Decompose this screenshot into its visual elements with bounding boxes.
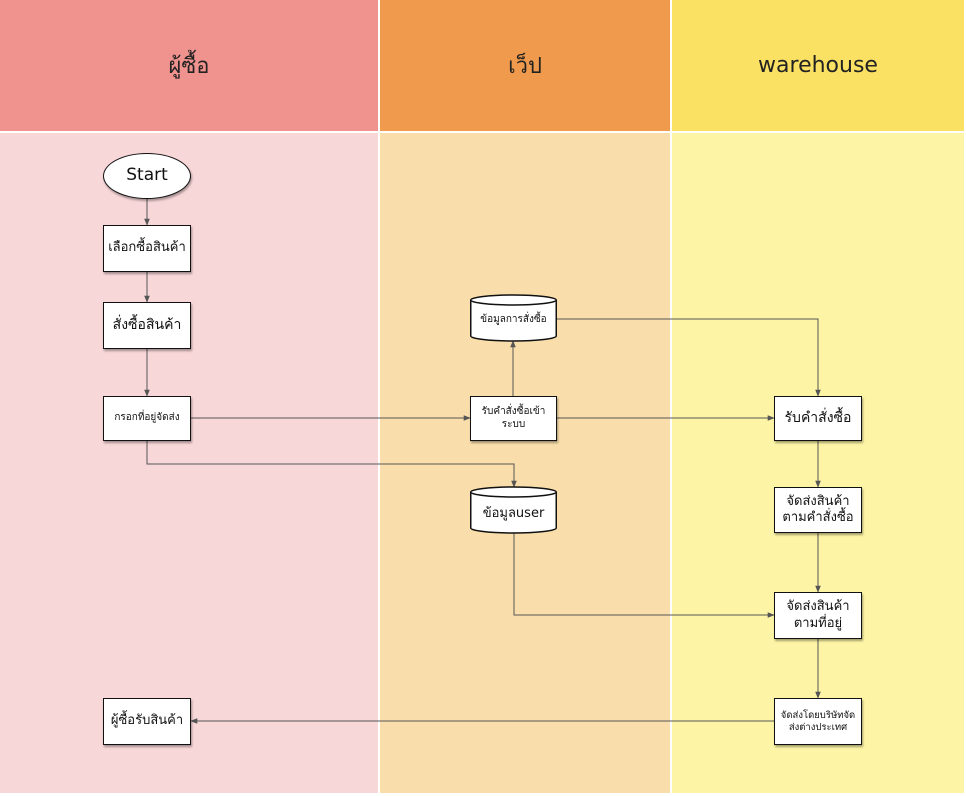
receive-order-system-node[interactable]: รับคำสั่งซื้อเข้าระบบ [470,396,557,441]
lane-body-web [380,133,670,793]
ship-by-carrier-label: จัดส่งโดยบริษัทจัดส่งต่างประเทศ [780,709,856,733]
order-product-node[interactable]: สั่งซื้อสินค้า [103,302,191,349]
ship-by-order-label: จัดส่งสินค้าตามคำสั่งซื้อ [782,493,854,525]
database-cylinder-icon [470,294,557,342]
buyer-receives-label: ผู้ซื้อรับสินค้า [110,713,184,729]
ship-by-carrier-node[interactable]: จัดส่งโดยบริษัทจัดส่งต่างประเทศ [774,698,862,745]
lane-title-warehouse: warehouse [758,53,878,78]
receive-order-system-label: รับคำสั่งซื้อเข้าระบบ [481,406,546,430]
start-node[interactable]: Start [103,153,191,199]
receive-order-node[interactable]: รับคำสั่งซื้อ [774,396,862,441]
order-data-label: ข้อมูลการสั่งซื้อ [480,314,547,325]
lane-header-warehouse: warehouse [672,0,964,131]
buyer-receives-node[interactable]: ผู้ซื้อรับสินค้า [103,698,191,745]
ship-by-address-label: จัดส่งสินค้าตามที่อยู่ [786,599,850,631]
ship-by-order-node[interactable]: จัดส่งสินค้าตามคำสั่งซื้อ [774,487,862,533]
lane-header-web: เว็ป [380,0,670,131]
lane-body-warehouse [672,133,964,793]
receive-order-label: รับคำสั่งซื้อ [784,409,852,426]
lane-title-web: เว็ป [508,54,542,79]
user-data-label: ข้อมูลuser [482,506,545,521]
user-data-store[interactable]: ข้อมูลuser [470,486,557,534]
lane-header-buyer: ผู้ซื้อ [0,0,378,131]
select-product-node[interactable]: เลือกซื้อสินค้า [103,225,191,272]
order-product-label: สั่งซื้อสินค้า [112,316,182,333]
order-data-store[interactable]: ข้อมูลการสั่งซื้อ [470,294,557,342]
lane-title-buyer: ผู้ซื้อ [168,54,210,79]
enter-address-label: กรอกที่อยู่จัดส่ง [114,412,180,424]
start-label: Start [126,165,168,186]
database-cylinder-icon [470,486,557,534]
ship-by-address-node[interactable]: จัดส่งสินค้าตามที่อยู่ [774,592,862,639]
enter-address-node[interactable]: กรอกที่อยู่จัดส่ง [103,396,191,441]
select-product-label: เลือกซื้อสินค้า [108,240,186,256]
